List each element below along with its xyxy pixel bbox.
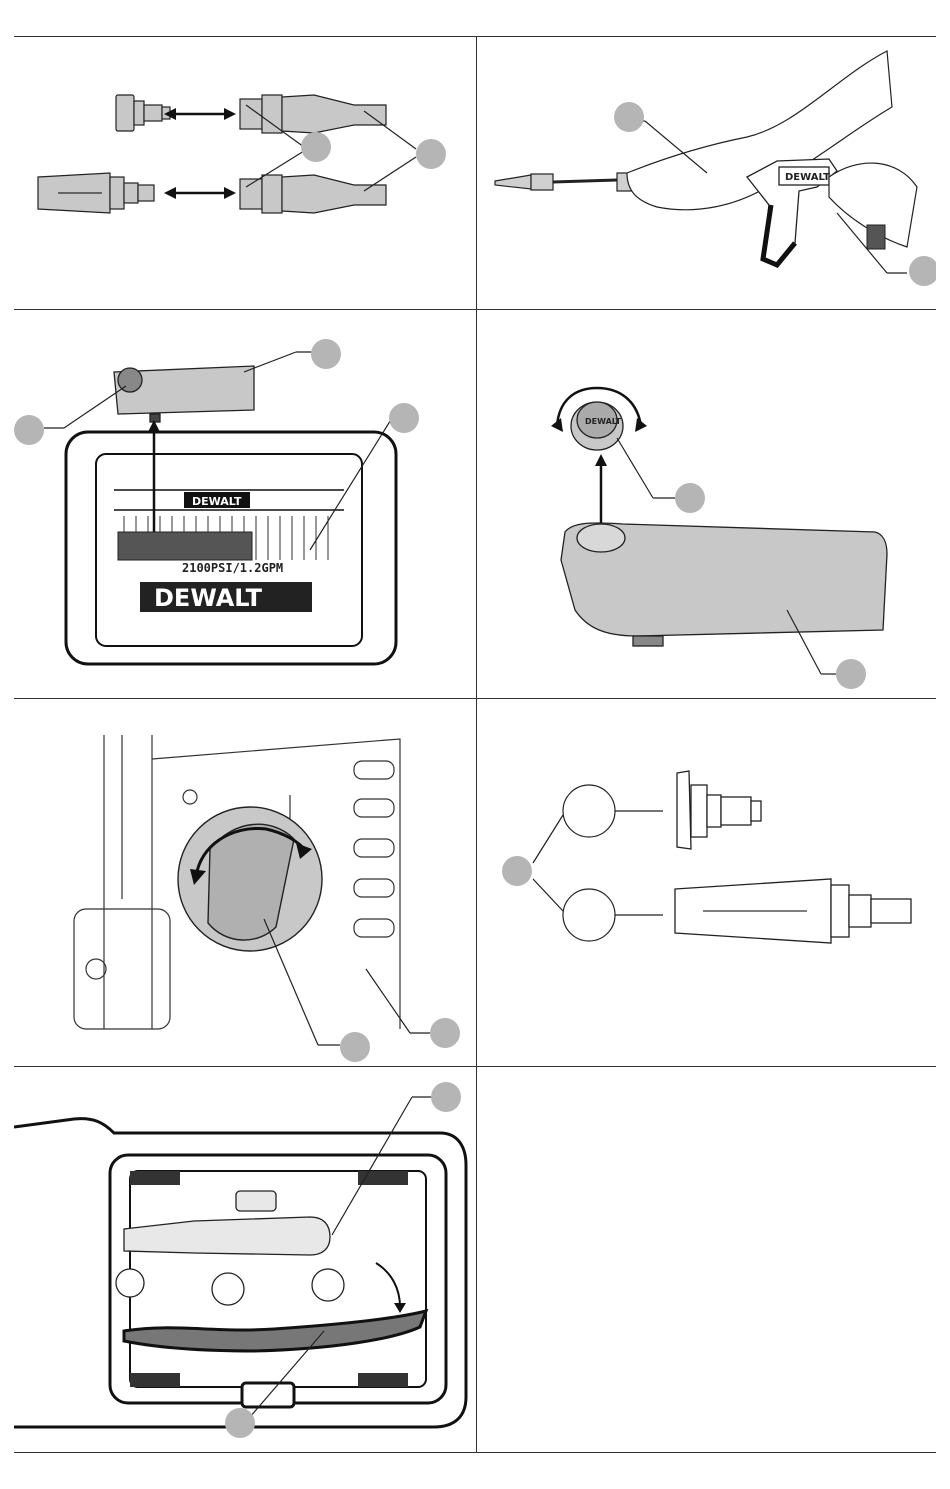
rating-label: 2100PSI/1.2GPM (182, 561, 283, 575)
bottom-border (14, 1452, 936, 1453)
rotate-arrow-icon (376, 1263, 400, 1307)
figure-spray-gun: DEWALT (477, 37, 936, 309)
nozzle-storage-illustration (14, 1067, 476, 1452)
figure-empty-cell (477, 1067, 936, 1452)
nozzle-swap-illustration (14, 37, 476, 309)
spray-gun-illustration: DEWALT (477, 37, 936, 309)
double-arrow-icon (164, 108, 236, 120)
figure-nozzle-swap (14, 37, 476, 309)
double-arrow-icon (148, 420, 160, 550)
tank-cap-illustration: DEWALT (477, 310, 936, 698)
nozzle-types-illustration (477, 699, 936, 1066)
figure-nozzle-storage (14, 1067, 476, 1452)
double-arrow-icon (164, 187, 236, 199)
callout-open-top (563, 785, 615, 837)
figure-tank-cap: DEWALT (477, 310, 936, 698)
figure-power-switch (14, 699, 476, 1066)
tank-removal-illustration: DEWALT 2100PSI/1.2GPM DEWALT (14, 310, 476, 698)
frame-brand-small: DEWALT (192, 495, 242, 508)
callout-open-bottom (563, 889, 615, 941)
frame-brand-large: DEWALT (154, 584, 263, 612)
figure-detergent-tank-removal: DEWALT 2100PSI/1.2GPM DEWALT (14, 310, 476, 698)
gun-brand-label: DEWALT (785, 172, 830, 183)
figure-nozzle-types (477, 699, 936, 1066)
power-switch-illustration (14, 699, 476, 1066)
cap-brand-label: DEWALT (585, 417, 622, 426)
